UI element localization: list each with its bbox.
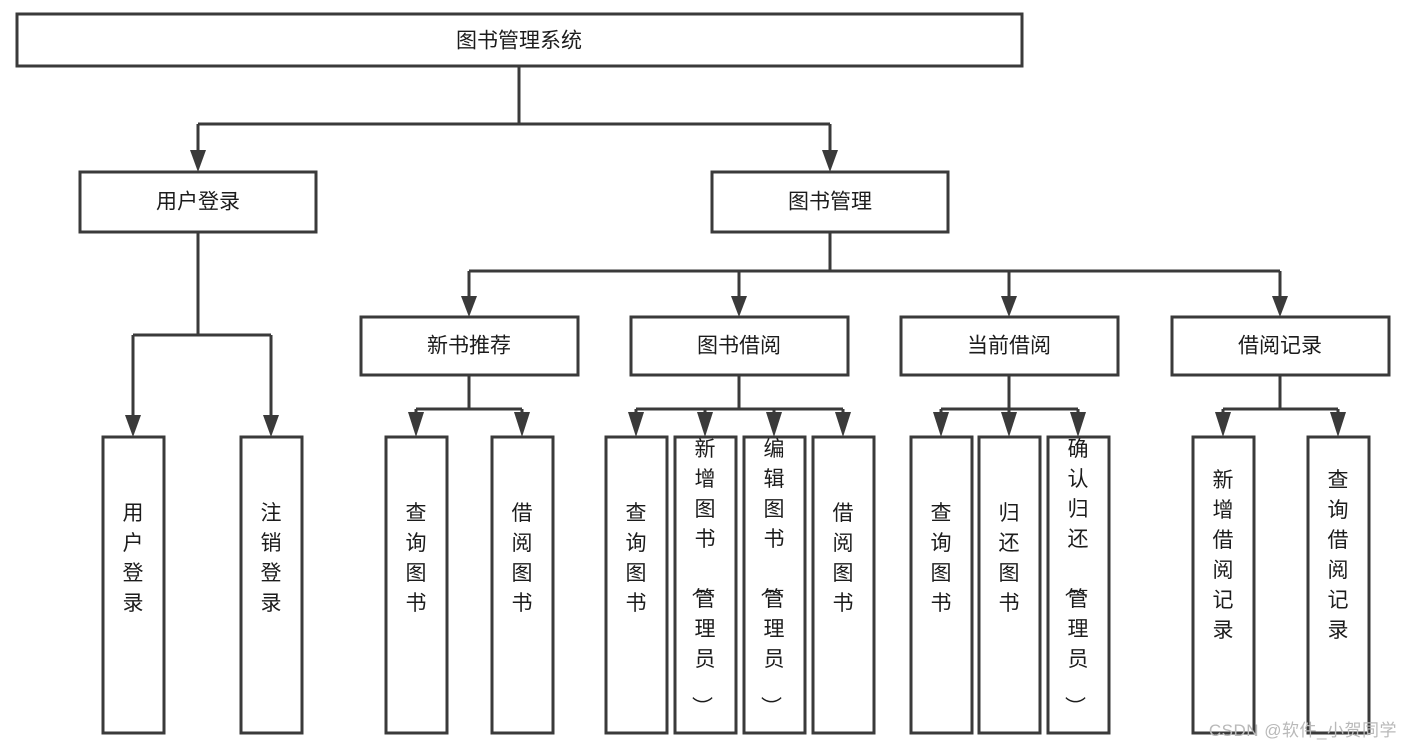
leaf-user-login-logout[interactable]: 注销登录	[239, 435, 304, 735]
leaf-box[interactable]	[239, 435, 304, 735]
leaf-box[interactable]	[909, 435, 974, 735]
node-new-book-recommend[interactable]: 新书推荐	[359, 315, 580, 377]
node-borrow-record-box[interactable]	[1170, 315, 1391, 377]
arrow-newbook-leaf-2	[514, 412, 530, 437]
arrow-borrowrecord-leaf-2	[1330, 412, 1346, 437]
leaf-label: 归还图书	[999, 502, 1020, 615]
node-book-management-box[interactable]	[710, 170, 950, 234]
arrow-userlogin-leaf-1	[125, 415, 141, 437]
node-book-management-label: 图书管理	[788, 191, 872, 214]
arrow-currentborrow-leaf-3	[1070, 412, 1086, 437]
leaf-label: 确认归还（管理员）	[1063, 438, 1089, 717]
leaf-box[interactable]	[1306, 435, 1371, 735]
leaf-box[interactable]	[604, 435, 669, 735]
leaf-label: 编辑图书（管理员）	[759, 438, 785, 717]
leaf-label: 查询图书	[931, 502, 952, 615]
node-user-login[interactable]: 用户登录	[78, 170, 318, 234]
arrow-bookborrow-leaf-1	[628, 412, 644, 437]
leaf-label: 新增图书（管理员）	[690, 438, 716, 717]
leaf-box[interactable]	[384, 435, 449, 735]
node-current-borrow-box[interactable]	[899, 315, 1120, 377]
arrow-root-to-bookmgmt	[822, 150, 838, 172]
node-book-borrow-box[interactable]	[629, 315, 850, 377]
leaf-label: 用户登录	[123, 502, 144, 615]
arrow-borrowrecord-leaf-1	[1215, 412, 1231, 437]
leaf-borrow-record-add-record[interactable]: 新增借阅记录	[1191, 435, 1256, 735]
leaf-box[interactable]	[673, 435, 738, 735]
leaf-borrow-record-query-record[interactable]: 查询借阅记录	[1306, 435, 1371, 735]
leaf-book-borrow-query-book[interactable]: 查询图书	[604, 435, 669, 735]
leaf-box[interactable]	[742, 435, 807, 735]
leaf-user-login-login[interactable]: 用户登录	[101, 435, 166, 735]
leaf-current-borrow-query-book[interactable]: 查询图书	[909, 435, 974, 735]
arrow-bookmgmt-c3	[1001, 296, 1017, 317]
leaf-label: 注销登录	[261, 502, 282, 615]
node-borrow-record-label: 借阅记录	[1238, 335, 1322, 358]
arrow-bookborrow-leaf-2	[697, 412, 713, 437]
node-new-book-recommend-box[interactable]	[359, 315, 580, 377]
node-book-management[interactable]: 图书管理	[710, 170, 950, 234]
leaf-book-borrow-borrow-book[interactable]: 借阅图书	[811, 435, 876, 735]
arrow-bookborrow-leaf-3	[766, 412, 782, 437]
leaf-current-borrow-return-book[interactable]: 归还图书	[977, 435, 1042, 735]
leaf-box[interactable]	[1046, 435, 1111, 735]
leaf-box[interactable]	[101, 435, 166, 735]
connectors	[125, 66, 1346, 437]
leaf-book-borrow-edit-book-admin[interactable]: 编辑图书（管理员）	[742, 435, 807, 735]
leaf-box[interactable]	[1191, 435, 1256, 735]
leaf-label: 查询图书	[406, 502, 427, 615]
node-user-login-box[interactable]	[78, 170, 318, 234]
leaf-new-book-query-book[interactable]: 查询图书	[384, 435, 449, 735]
arrow-bookmgmt-c4	[1272, 296, 1288, 317]
leaf-label: 新增借阅记录	[1213, 469, 1234, 642]
leaf-label: 查询图书	[626, 502, 647, 615]
node-book-borrow-label: 图书借阅	[697, 335, 781, 358]
leaf-book-borrow-add-book-admin[interactable]: 新增图书（管理员）	[673, 435, 738, 735]
node-root-book-management-system[interactable]: 图书管理系统	[15, 12, 1024, 68]
leaf-box[interactable]	[977, 435, 1042, 735]
node-new-book-recommend-label: 新书推荐	[427, 335, 511, 358]
leaf-label: 查询借阅记录	[1328, 469, 1349, 642]
node-user-login-label: 用户登录	[156, 191, 240, 214]
arrow-newbook-leaf-1	[408, 412, 424, 437]
node-current-borrow[interactable]: 当前借阅	[899, 315, 1120, 377]
leaf-new-book-borrow-book[interactable]: 借阅图书	[490, 435, 555, 735]
node-borrow-record[interactable]: 借阅记录	[1170, 315, 1391, 377]
arrow-userlogin-leaf-2	[263, 415, 279, 437]
arrow-bookmgmt-c2	[731, 296, 747, 317]
arrow-bookborrow-leaf-4	[835, 412, 851, 437]
leaf-box[interactable]	[811, 435, 876, 735]
arrow-currentborrow-leaf-1	[933, 412, 949, 437]
leaf-label: 借阅图书	[833, 502, 854, 615]
node-current-borrow-label: 当前借阅	[967, 335, 1051, 358]
node-root-box[interactable]	[15, 12, 1024, 68]
leaf-box[interactable]	[490, 435, 555, 735]
arrow-root-to-userlogin	[190, 150, 206, 172]
arrow-bookmgmt-c1	[461, 296, 477, 317]
leaf-label: 借阅图书	[512, 502, 533, 615]
node-root-label: 图书管理系统	[456, 30, 582, 53]
node-book-borrow[interactable]: 图书借阅	[629, 315, 850, 377]
arrow-currentborrow-leaf-2	[1001, 412, 1017, 437]
leaf-current-borrow-confirm-return-admin[interactable]: 确认归还（管理员）	[1046, 435, 1111, 735]
